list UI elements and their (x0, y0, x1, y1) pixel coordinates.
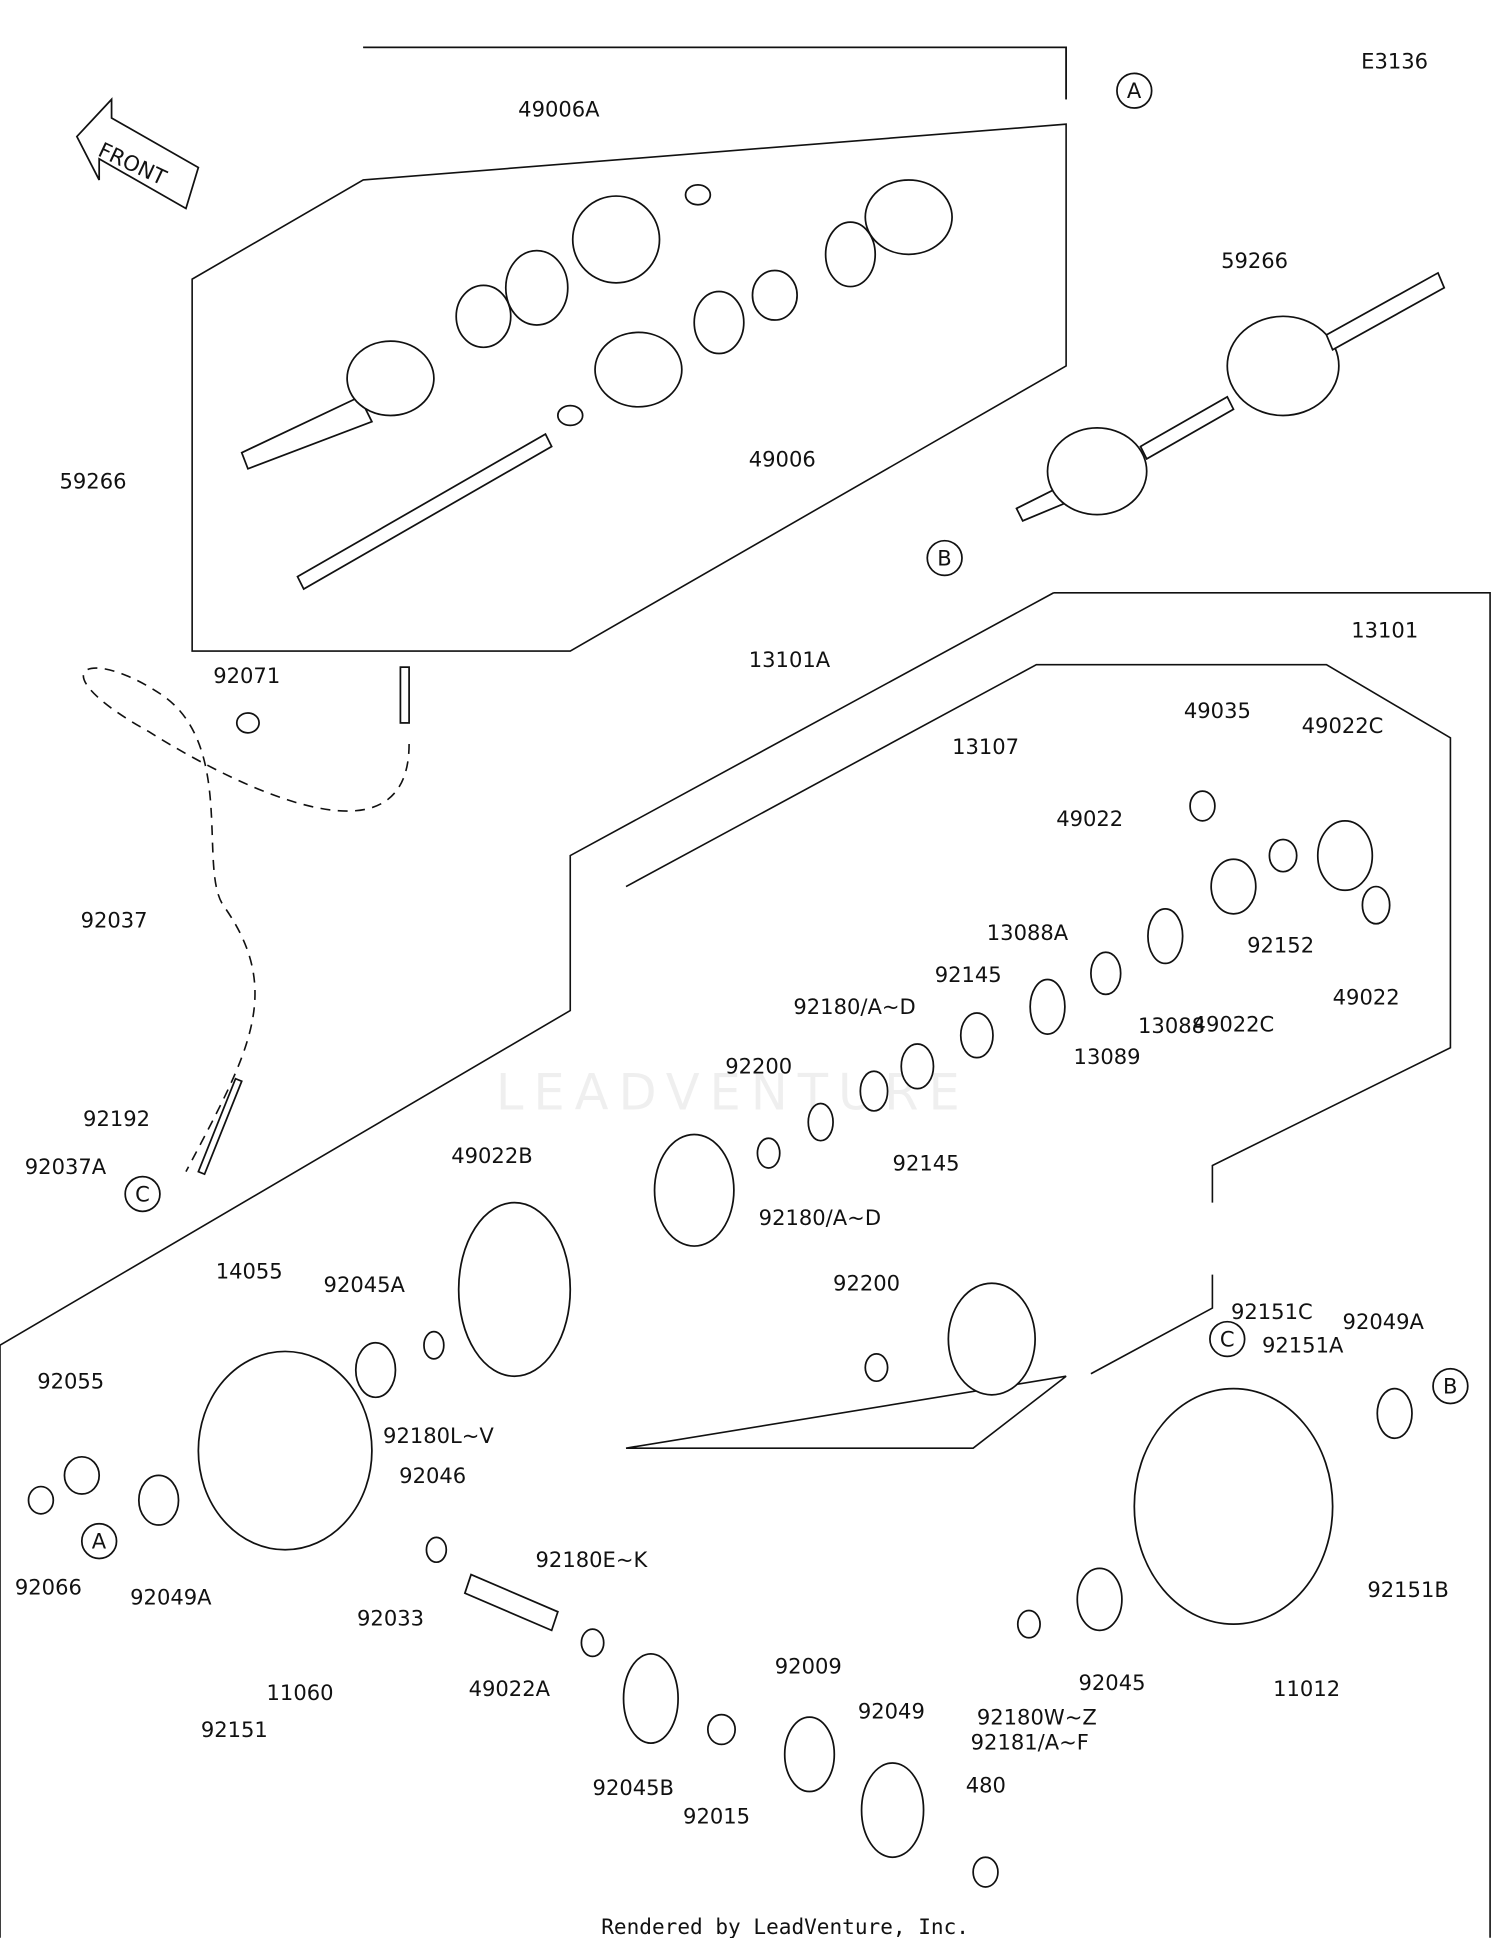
part-number-label: 14055 (216, 1258, 283, 1283)
part-number-label: 59266 (60, 469, 127, 494)
part-number-label: 13101A (749, 647, 831, 672)
part-number-label: 92066 (15, 1574, 82, 1599)
part-number-label: 92145 (935, 962, 1002, 987)
part-number-label: 11012 (1273, 1676, 1340, 1701)
part-number-label: 13088 (1138, 1013, 1205, 1038)
part-number-label: 59266 (1221, 248, 1288, 273)
part-number-label: 92151 (201, 1717, 268, 1742)
part-number-label: 13101 (1351, 617, 1418, 642)
group-box-59266 (363, 46, 1067, 100)
front-arrow-icon: FRONT (75, 97, 200, 210)
part-number-label: 92009 (775, 1654, 842, 1679)
part-number-label: 92181/A~F (971, 1729, 1089, 1754)
group-outline-13101A (0, 591, 1491, 1938)
part-number-label: 92015 (683, 1804, 750, 1829)
part-number-label: 480 (966, 1773, 1006, 1798)
part-number-label: 92151A (1262, 1333, 1344, 1358)
footer-credit: Rendered by LeadVenture, Inc. (601, 1914, 969, 1938)
part-number-label: 92045B (593, 1775, 674, 1800)
part-number-label: 92037A (25, 1154, 107, 1179)
part-number-label: 13088A (987, 920, 1069, 945)
part-number-label: 49006 (749, 446, 816, 471)
callout-C-hose: C (124, 1175, 161, 1213)
part-number-label: 92200 (833, 1271, 900, 1296)
part-number-label: 92180E~K (536, 1547, 649, 1572)
part-number-label: 92046 (399, 1463, 466, 1488)
part-number-label: 49022C (1302, 713, 1384, 738)
part-number-label: 92033 (357, 1605, 424, 1630)
diagram-code: E3136 (1361, 48, 1428, 73)
group-outline-shaft (191, 46, 1067, 652)
breather-hose (82, 667, 410, 1173)
drive-shaft-right (1015, 271, 1446, 522)
part-number-label: 92152 (1247, 932, 1314, 957)
callout-C-case: C (1209, 1320, 1246, 1358)
part-number-label: 49022 (1056, 806, 1123, 831)
part-number-label: 49022A (469, 1676, 551, 1701)
svg-text:C: C (1220, 1326, 1235, 1351)
part-number-label: 92055 (37, 1369, 104, 1394)
part-number-label: 92145 (893, 1150, 960, 1175)
part-number-label: 49022B (451, 1143, 532, 1168)
part-number-label: 92049A (1343, 1309, 1425, 1334)
part-number-label: 92180/A~D (759, 1205, 881, 1230)
drive-shaft-left (240, 179, 953, 591)
svg-text:B: B (1443, 1374, 1457, 1399)
svg-text:A: A (1127, 78, 1142, 103)
part-number-label: 92037 (81, 907, 148, 932)
part-number-label: 49022 (1333, 984, 1400, 1009)
part-number-label: 92049 (858, 1698, 925, 1723)
svg-text:C: C (135, 1181, 150, 1206)
differential-parts (27, 666, 1413, 1888)
part-number-label: 92180L~V (383, 1423, 494, 1448)
svg-text:B: B (937, 545, 951, 570)
callout-B-shaft: B (926, 539, 963, 577)
part-number-label: 92200 (725, 1054, 792, 1079)
callout-B-case: B (1432, 1367, 1469, 1405)
part-number-label: 13089 (1074, 1044, 1141, 1069)
part-number-label: 49022C (1193, 1012, 1275, 1037)
part-number-label: 92192 (83, 1106, 150, 1131)
part-number-label: 92045 (1079, 1670, 1146, 1695)
part-number-label: 92180W~Z (977, 1705, 1097, 1730)
part-number-label: 11060 (267, 1680, 334, 1705)
part-number-label: 92049A (130, 1584, 212, 1609)
svg-text:A: A (92, 1529, 107, 1554)
part-number-label: 49035 (1184, 698, 1251, 723)
part-number-label: 13107 (952, 734, 1019, 759)
part-number-label: 49006A (518, 97, 600, 122)
callout-A-top: A (1116, 72, 1153, 109)
part-number-label: 92180/A~D (793, 994, 915, 1019)
part-number-label: 92071 (213, 663, 280, 688)
part-number-label: 92151C (1231, 1299, 1313, 1324)
callout-A-case: A (80, 1522, 118, 1560)
part-labels: 49006A 59266 59266 49006 13101A 13101 92071 490… (15, 97, 1449, 1829)
part-number-label: 92151B (1367, 1577, 1448, 1602)
part-number-label: 92045A (324, 1272, 406, 1297)
group-outline-13101 (625, 663, 1452, 1449)
